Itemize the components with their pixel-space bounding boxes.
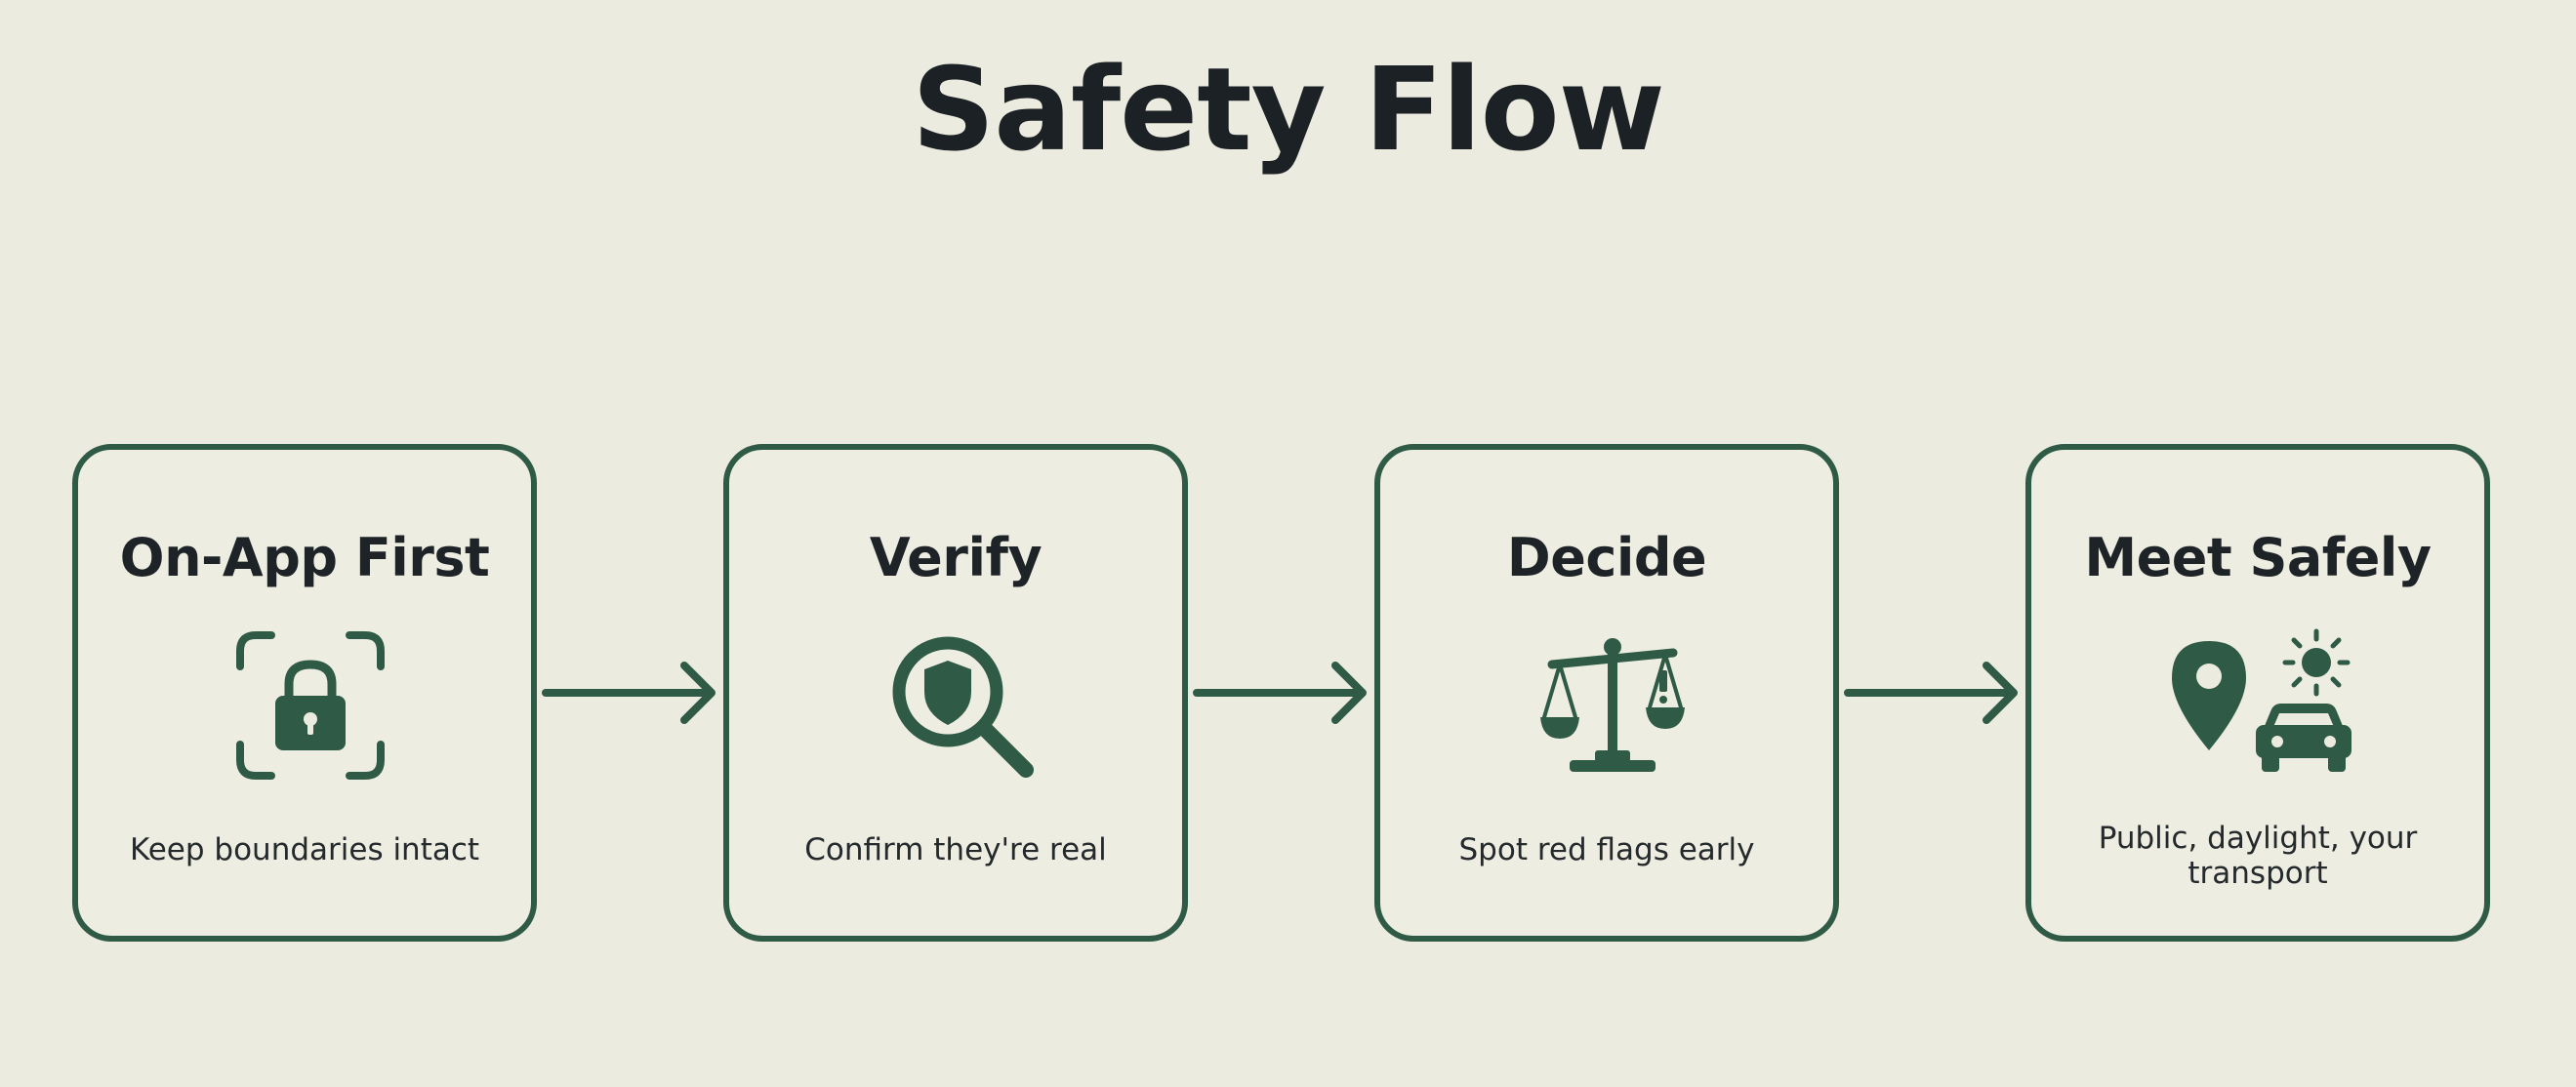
step-caption: Spot red flags early (1458, 832, 1755, 867)
step-caption: Keep boundaries intact (129, 832, 480, 867)
location-car-sun-icon (2168, 627, 2359, 784)
step-verify: Verify Confirm they're real (723, 444, 1188, 942)
step-title: On-App First (119, 527, 490, 588)
step-caption: Public, daylight, your transport (2098, 821, 2418, 891)
step-title: Meet Safely (2084, 527, 2432, 588)
step-caption: Confirm they're real (804, 832, 1107, 867)
step-meet-safely: Meet Safely (2025, 444, 2490, 942)
step-title: Verify (869, 527, 1043, 588)
arrow-right-icon (1844, 654, 2022, 732)
magnifier-shield-icon (883, 627, 1040, 784)
diagram-title: Safety Flow (912, 42, 1665, 177)
step-title: Decide (1506, 527, 1707, 588)
step-on-app-first: On-App First Keep boundaries intact (72, 444, 537, 942)
arrow-right-icon (1193, 654, 1370, 732)
lock-icon (232, 627, 388, 784)
step-decide: Decide Spot red flags early (1374, 444, 1839, 942)
arrow-right-icon (542, 654, 719, 732)
scales-icon (1534, 627, 1691, 784)
